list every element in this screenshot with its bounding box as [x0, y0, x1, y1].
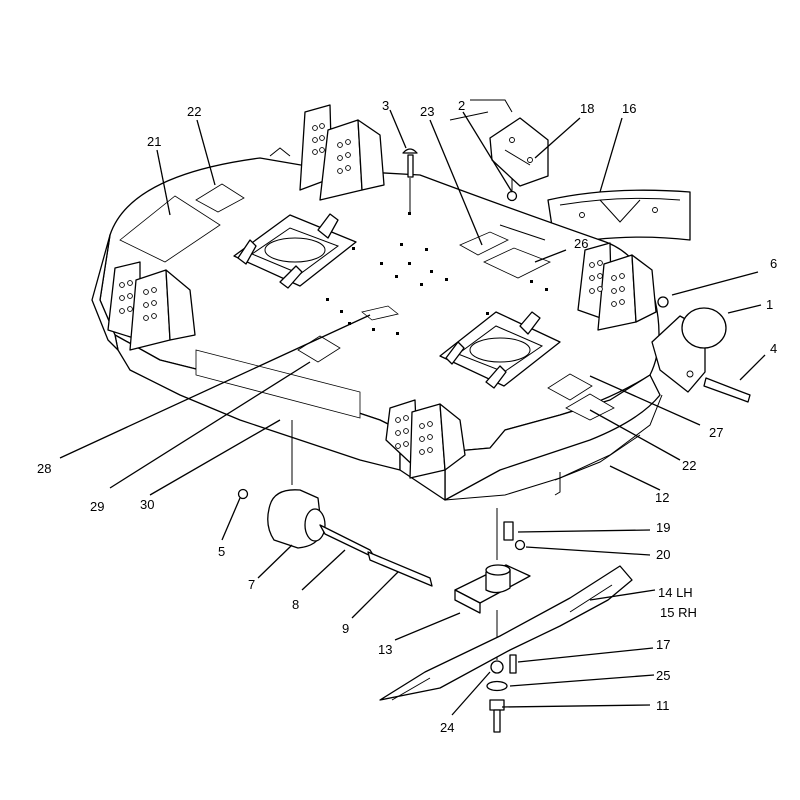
- callout-2: 2: [458, 98, 465, 113]
- callout-29: 29: [90, 499, 104, 514]
- spindle-mount-right: [439, 311, 561, 389]
- callout-27: 27: [709, 425, 723, 440]
- callout-23: 23: [420, 104, 434, 119]
- callout-labels: 1 2 3 4 5 6 7 8 9 11 12 13 14 LH 15 RH 1…: [37, 98, 777, 735]
- callout-30: 30: [140, 497, 154, 512]
- carriage-bolt: [402, 148, 418, 212]
- deck-bracket-rear-right: [577, 242, 657, 331]
- callout-14-lh: 14 LH: [658, 585, 693, 600]
- roller-bracket: [651, 296, 751, 403]
- deck-bracket-rear-left: [299, 104, 385, 201]
- callout-12: 12: [655, 490, 669, 505]
- callout-19: 19: [656, 520, 670, 535]
- callout-22-right: 22: [682, 458, 696, 473]
- roller-assembly: [237, 420, 433, 587]
- callout-8: 8: [292, 597, 299, 612]
- callout-26: 26: [574, 236, 588, 251]
- callout-7: 7: [248, 577, 255, 592]
- callout-22-top: 22: [187, 104, 201, 119]
- callout-1: 1: [766, 297, 773, 312]
- leader-lines: [59, 109, 766, 716]
- callout-4: 4: [770, 341, 777, 356]
- callout-17: 17: [656, 637, 670, 652]
- callout-28: 28: [37, 461, 51, 476]
- callout-20: 20: [656, 547, 670, 562]
- callout-24: 24: [440, 720, 454, 735]
- deck-decals: [119, 183, 615, 421]
- callout-25: 25: [656, 668, 670, 683]
- deck-bracket-front-left: [107, 261, 196, 351]
- callout-11: 11: [656, 698, 670, 713]
- callout-13: 13: [378, 642, 392, 657]
- deck-mount-holes: [326, 212, 548, 335]
- blade-spindle-assembly: [454, 508, 531, 733]
- callout-16: 16: [622, 101, 636, 116]
- callout-18: 18: [580, 101, 594, 116]
- spindle-mount-left: [233, 213, 357, 289]
- belt-cover-bracket: [449, 99, 549, 187]
- callout-3: 3: [382, 98, 389, 113]
- callout-5: 5: [218, 544, 225, 559]
- deck-bracket-front-right: [385, 399, 466, 479]
- callout-15-rh: 15 RH: [660, 605, 697, 620]
- callout-9: 9: [342, 621, 349, 636]
- callout-6: 6: [770, 256, 777, 271]
- callout-21: 21: [147, 134, 161, 149]
- mower-blade: [379, 565, 633, 701]
